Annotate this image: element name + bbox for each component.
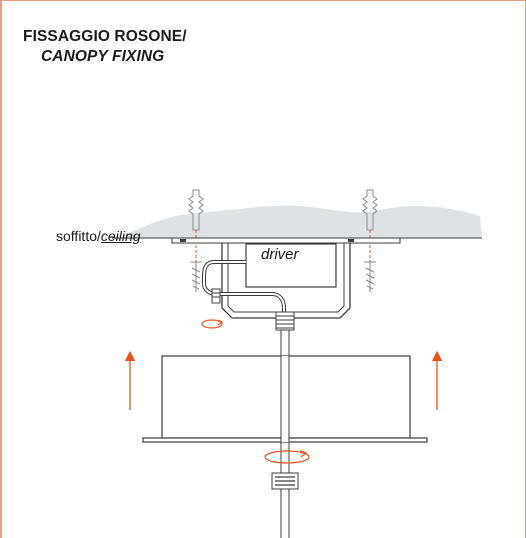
- rotate-arrow-icon: [201, 319, 224, 329]
- screw-icon: [364, 261, 376, 292]
- wall-plug-icon: [188, 189, 204, 231]
- screw-icon: [190, 261, 202, 292]
- threaded-nipple: [275, 311, 295, 331]
- driver-box: [245, 243, 337, 288]
- ceiling-label-english: ceiling: [100, 228, 141, 244]
- ceiling-surface: [120, 205, 482, 238]
- nut-icon: [271, 472, 299, 490]
- canopy-plate: [171, 237, 401, 244]
- wall-plug-icon: [362, 189, 378, 231]
- ceiling-label: soffitto/ceiling: [56, 228, 141, 244]
- title-italian: FISSAGGIO ROSONE/: [23, 28, 187, 45]
- title-english: CANOPY FIXING: [41, 48, 165, 65]
- rotate-arrow-icon: [264, 450, 310, 464]
- ceiling-label-italian: soffitto/: [56, 228, 101, 244]
- driver-label: driver: [261, 246, 299, 263]
- diagram-title: FISSAGGIO ROSONE/ CANOPY FIXING: [23, 27, 187, 67]
